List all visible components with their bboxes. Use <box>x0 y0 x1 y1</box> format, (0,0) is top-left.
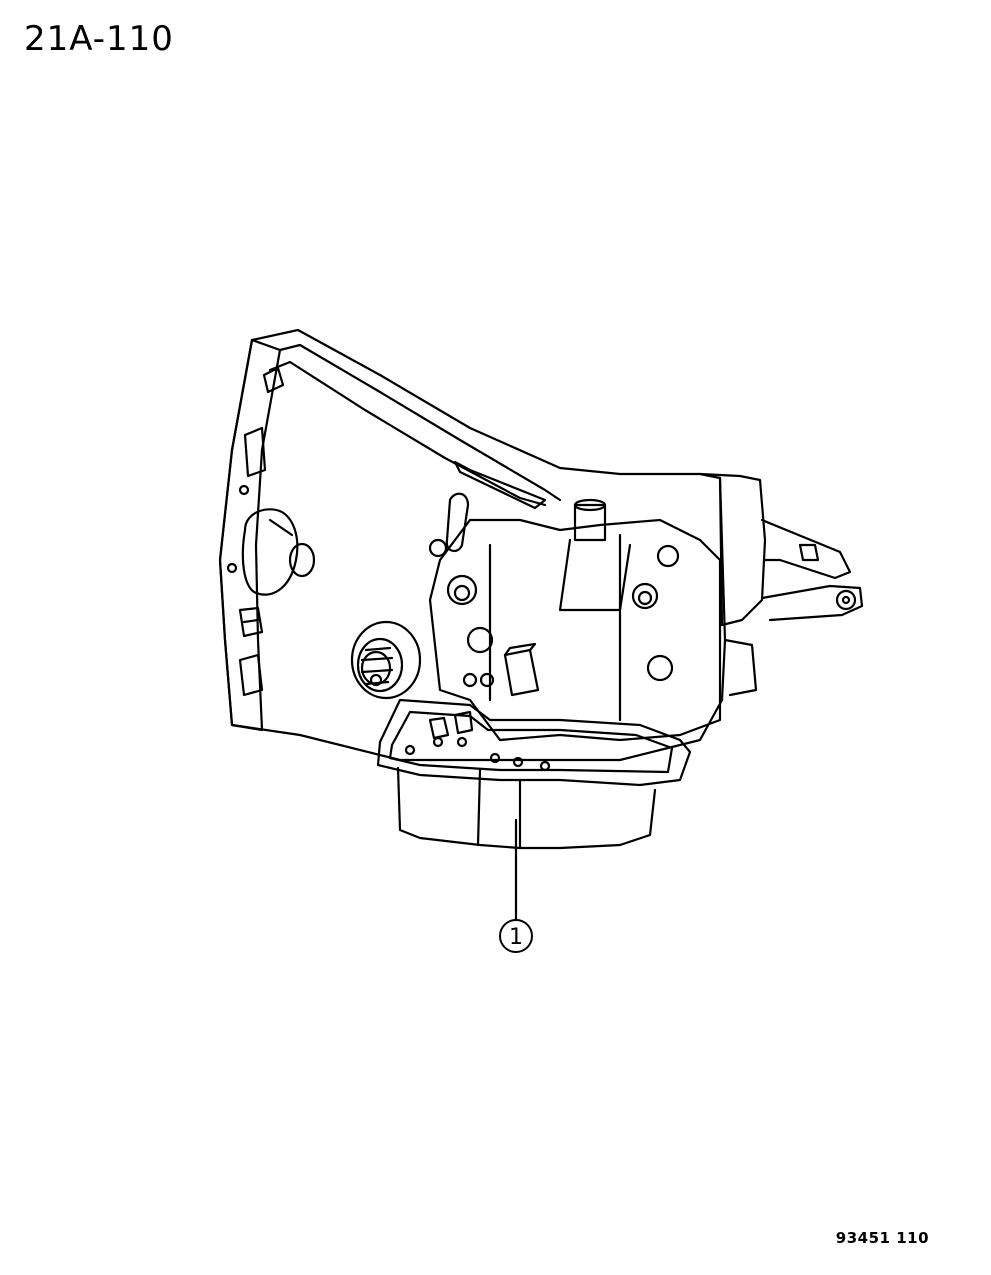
tailshaft <box>698 472 767 627</box>
port-2 <box>446 574 478 606</box>
speed-sensor <box>723 638 758 697</box>
mount-stud <box>238 606 264 638</box>
page-code: 21A-110 <box>24 19 174 59</box>
electrical-connector <box>503 648 540 697</box>
round-boss-cap <box>288 542 316 578</box>
upper-rib <box>278 343 562 502</box>
flange-boss-2 <box>243 426 267 478</box>
case-body <box>428 518 722 742</box>
upper-rib-3 <box>453 460 547 510</box>
round-boss <box>241 508 299 596</box>
sensor-right <box>631 582 659 610</box>
stem-top <box>573 503 607 542</box>
output-spline <box>360 650 392 686</box>
callout-number: 1 <box>509 925 523 950</box>
upper-rib-2 <box>268 360 547 507</box>
callout-1: 1 <box>499 919 533 953</box>
front-flange <box>218 338 282 732</box>
drawing-code: 93451 110 <box>835 1229 929 1247</box>
output-shaft-housing <box>350 620 422 700</box>
flange-bolt-1 <box>238 484 250 496</box>
tail-mount-arm <box>760 518 852 580</box>
upper-slot <box>445 492 470 553</box>
flange-bolt-2 <box>226 562 238 574</box>
tail-mount-bolt <box>835 589 857 611</box>
flange-boss-1 <box>262 366 285 394</box>
port-1 <box>428 538 448 558</box>
flange-boss-3 <box>238 653 264 697</box>
oil-pan-flange <box>376 698 692 787</box>
